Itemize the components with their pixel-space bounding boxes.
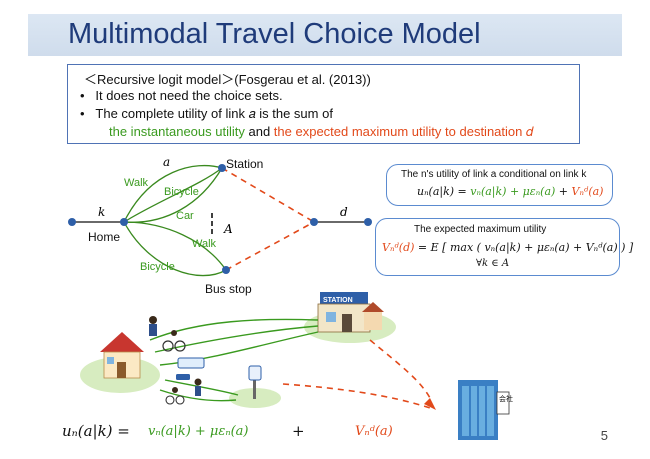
node-station [218, 164, 226, 172]
utility-sum-line: the instantaneous utility and the expect… [109, 124, 534, 140]
bottom-plus: + [292, 422, 305, 440]
bottom-lhs: uₙ(a|k) = [62, 422, 130, 440]
bullet-2-text: The complete utility of link 𝑎 is the su… [95, 106, 333, 121]
expected-lhs: Vₙᵈ(d) [382, 241, 415, 254]
node-origin [68, 218, 76, 226]
dashed-busstop-to-company [282, 383, 431, 409]
node-destination [364, 218, 372, 226]
car-icon [176, 374, 190, 380]
label-walk-mid: Walk [192, 238, 217, 250]
dashed-station-to-company [369, 339, 431, 399]
house-icon [100, 332, 144, 379]
label-d: d [340, 205, 348, 219]
expected-subscript: ∀k ∈ A [476, 258, 510, 269]
bullet-dot-icon: • [80, 106, 85, 121]
bottom-term-instant: vₙ(a|k) + μεₙ(a) [148, 424, 249, 439]
dashed-link-busstop [225, 221, 315, 271]
label-a: a [163, 155, 170, 169]
node-junction [310, 218, 318, 226]
bullet-dot-icon: • [80, 88, 85, 103]
label-home: Home [88, 230, 120, 244]
walker-icon [149, 316, 157, 336]
bullet-2: • The complete utility of link 𝑎 is the … [80, 106, 333, 122]
slide-title: Multimodal Travel Choice Model [68, 18, 481, 50]
expected-utility-text: the expected maximum utility to destinat… [273, 124, 534, 139]
curve-walk-mid [123, 221, 227, 271]
label-bus-stop: Bus stop [205, 282, 252, 296]
network-nodes [68, 164, 372, 274]
station-building-icon [317, 292, 384, 333]
expected-caption: The expected maximum utility [414, 224, 547, 235]
utility-caption: The n's utility of link a conditional on… [401, 169, 587, 180]
label-bicycle-top: Bicycle [164, 186, 199, 198]
utility-term-expected: Vₙᵈ(a) [571, 185, 604, 198]
label-station: Station [226, 157, 263, 171]
curve-bicycle-top [123, 167, 223, 223]
company-sign-text: 会社 [499, 394, 513, 403]
curve-walk-top [123, 164, 223, 223]
cyclist-icon [162, 330, 186, 352]
dashed-link-station [221, 167, 315, 223]
mode-curves [123, 164, 227, 277]
bottom-term-expected: Vₙᵈ(a) [355, 424, 393, 439]
curve-bicycle-bottom [123, 221, 227, 277]
bullet-1: • It does not need the choice sets. [80, 88, 283, 103]
intro-box: ＜Recursive logit model＞(Fosgerau et al. … [67, 64, 580, 144]
station-sign-text: STATION [323, 297, 353, 304]
intro-heading: ＜Recursive logit model＞(Fosgerau et al. … [84, 72, 371, 87]
utility-term-instant: vₙ(a|k) + μεₙ(a) [470, 185, 556, 198]
utility-plus: + [555, 185, 572, 198]
arrow-head-icon [424, 398, 436, 410]
page-number: 5 [600, 428, 608, 443]
utility-equation: uₙ(a|k) = vₙ(a|k) + μεₙ(a) + Vₙᵈ(a) [417, 185, 603, 198]
instantaneous-utility-text: the instantaneous utility [109, 124, 245, 139]
and-text: and [244, 124, 274, 139]
cyclist-2-icon [165, 387, 185, 405]
node-bus-stop [222, 266, 230, 274]
bus-icon [177, 357, 205, 369]
company-building-icon [458, 380, 510, 440]
node-home [120, 218, 128, 226]
utility-lhs: uₙ(a|k) = [417, 185, 471, 198]
title-bar: Multimodal Travel Choice Model [28, 14, 622, 56]
label-bicycle-bottom: Bicycle [140, 261, 175, 273]
expected-rhs: = E [ max ( vₙ(a|k) + μεₙ(a) + Vₙᵈ(a) ) … [414, 241, 634, 254]
label-car: Car [176, 210, 194, 222]
label-k: k [98, 205, 105, 219]
expected-equation: Vₙᵈ(d) = E [ max ( vₙ(a|k) + μεₙ(a) + Vₙ… [382, 241, 633, 254]
mode-arrows [149, 318, 319, 402]
utility-equation-box: The n's utility of link a conditional on… [386, 164, 613, 206]
expected-utility-box: The expected maximum utility Vₙᵈ(d) = E … [375, 218, 633, 276]
bullet-1-text: It does not need the choice sets. [95, 88, 283, 103]
walker-2-icon [194, 378, 202, 396]
bus-stop-sign-icon [248, 365, 262, 399]
label-walk-top: Walk [124, 177, 149, 189]
label-set-a: A [223, 222, 233, 236]
